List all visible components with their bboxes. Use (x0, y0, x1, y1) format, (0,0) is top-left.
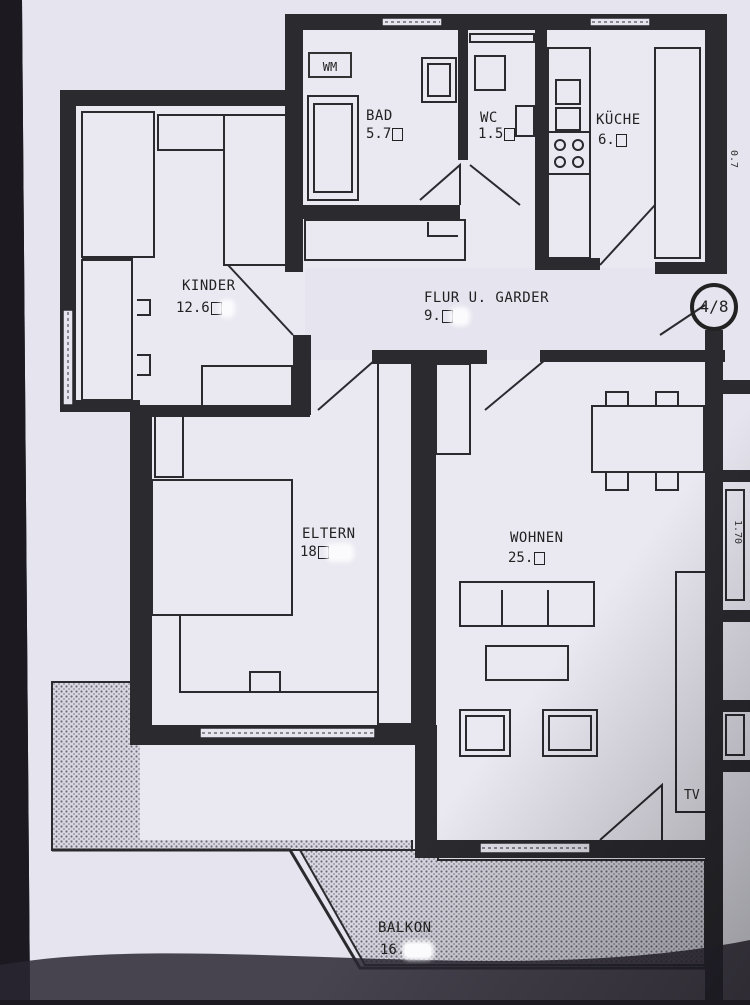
room-kinder-area: 12.6 (176, 300, 232, 316)
room-bad-name: BAD (366, 108, 393, 124)
room-kinder-name: KINDER (182, 278, 236, 294)
tv-label: TV (684, 788, 700, 803)
room-flur-name: FLUR U. GARDER (424, 290, 550, 306)
room-balkon-area: 16. (380, 942, 432, 958)
room-balkon-name: BALKON (378, 920, 432, 936)
room-wc-area: 1.5 (478, 126, 516, 142)
room-kueche-area: 6. (598, 132, 627, 148)
room-eltern-area: 18 (300, 544, 351, 560)
room-eltern-name: ELTERN (302, 526, 356, 542)
room-wc-name: WC (480, 110, 498, 126)
edge-mark-right: 1.70 (732, 520, 743, 545)
room-wohnen-name: WOHNEN (510, 530, 564, 546)
room-kueche-name: KÜCHE (596, 112, 641, 128)
unit-number-badge: 4/8 (690, 283, 738, 331)
room-wohnen-area: 25. (508, 550, 546, 566)
washing-machine-label: WM (308, 52, 352, 78)
edge-mark-top: 0.7 (728, 150, 739, 169)
room-flur-area: 9. (424, 308, 467, 324)
room-bad-area: 5.7 (366, 126, 404, 142)
